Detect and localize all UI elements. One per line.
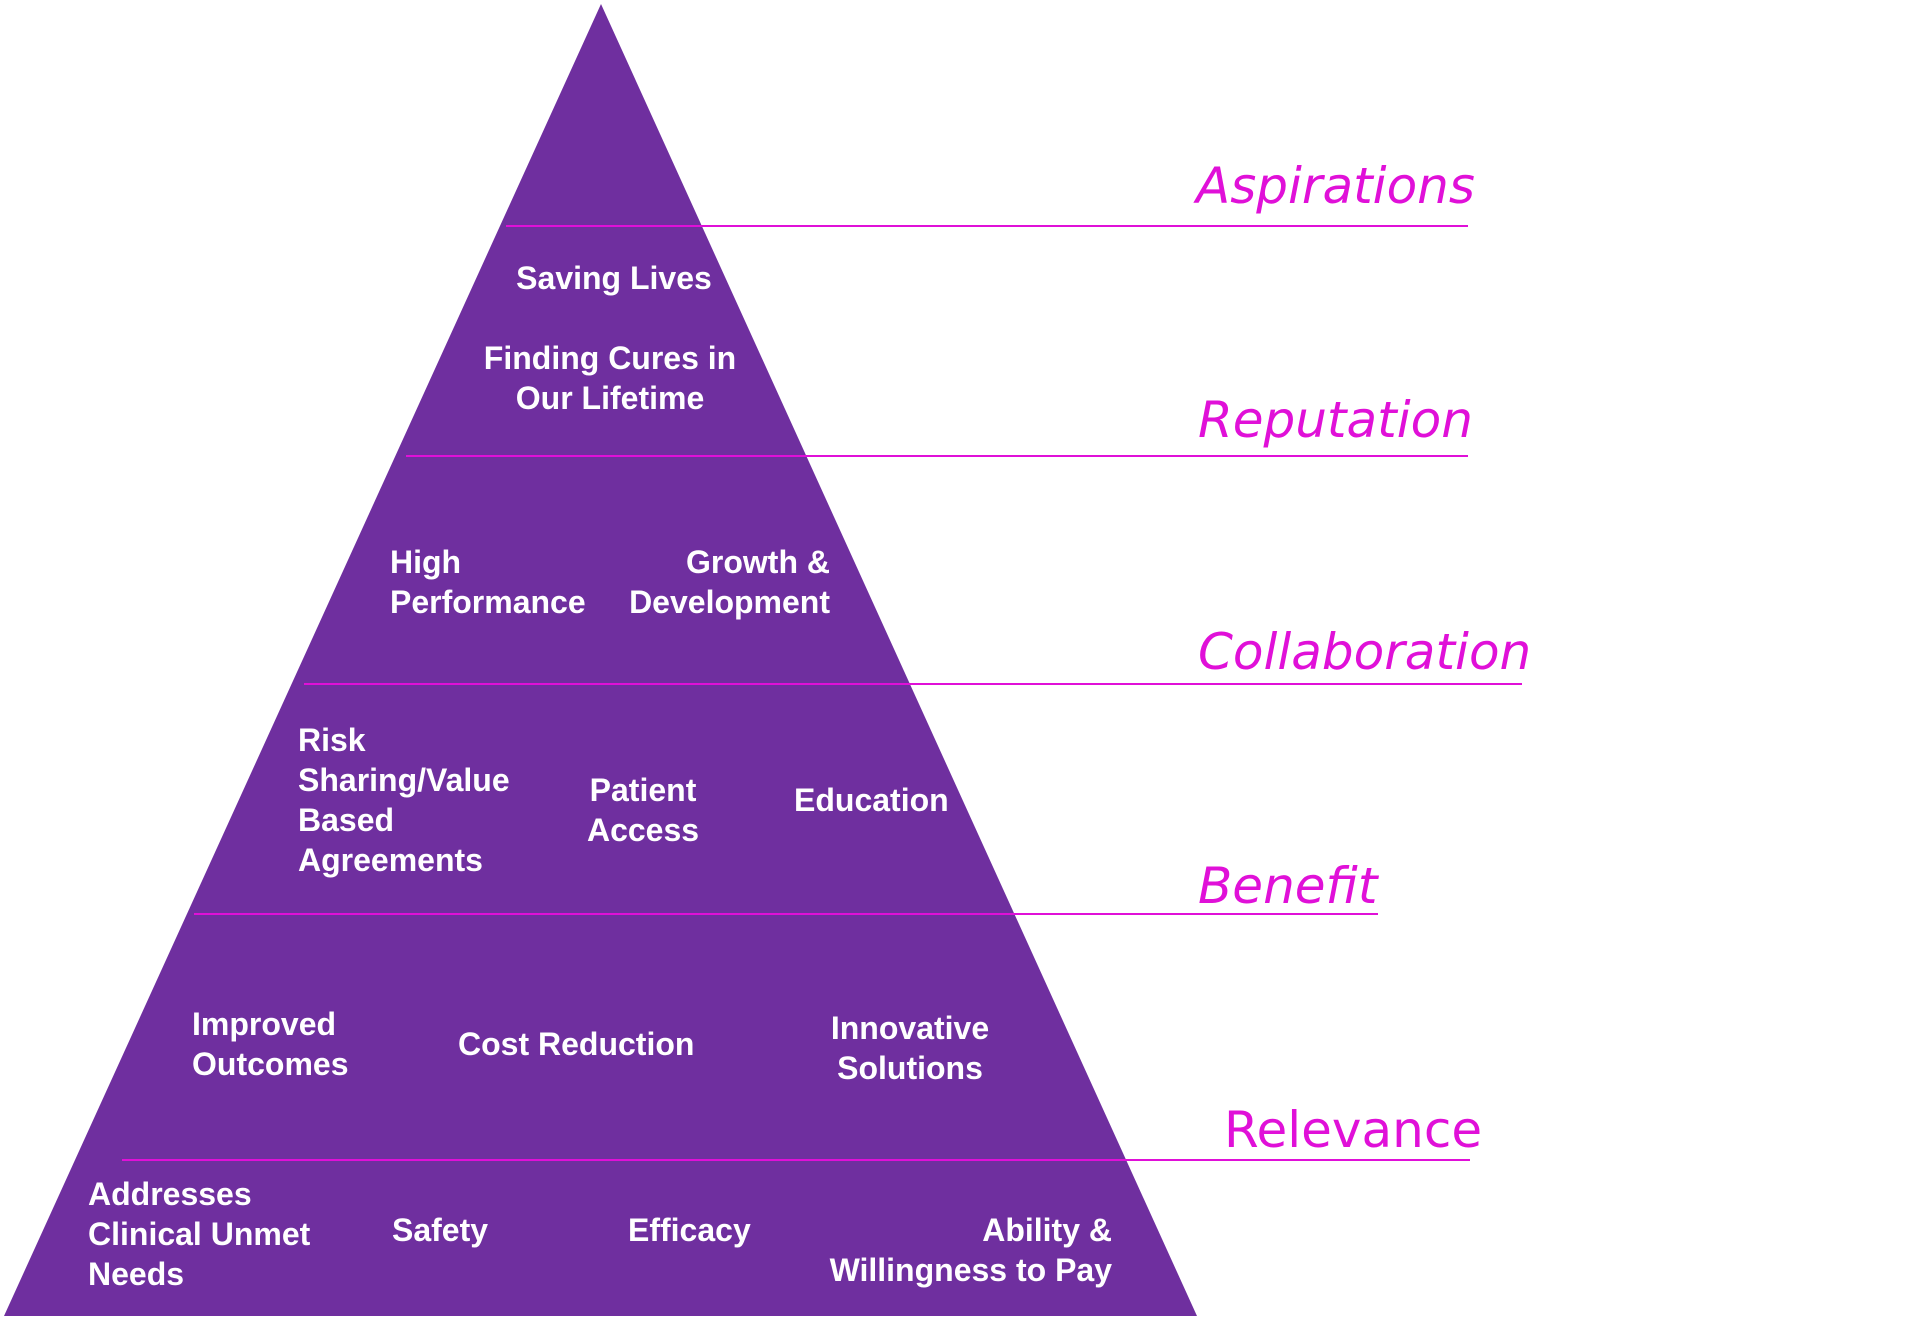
pyramid-item-ability-willingness-to-pay: Ability & Willingness to Pay (829, 1212, 1112, 1288)
pyramid-item-high-performance: High Performance (390, 544, 586, 620)
pyramid-item-clinical-unmet-needs: Addresses Clinical Unmet Needs (88, 1176, 311, 1292)
tier-label-reputation: Reputation (1198, 391, 1473, 449)
pyramid-item-cost-reduction: Cost Reduction (458, 1026, 695, 1062)
pyramid-item-efficacy: Efficacy (628, 1212, 751, 1248)
pyramid-item-safety: Safety (392, 1212, 489, 1248)
pyramid-item-risk-sharing: Risk Sharing/Value Based Agreements (298, 722, 510, 878)
tier-label-collaboration: Collaboration (1198, 623, 1532, 681)
tier-label-aspirations: Aspirations (1196, 157, 1475, 215)
pyramid-item-patient-access: Patient Access (586, 772, 700, 848)
pyramid-item-education: Education (794, 782, 949, 818)
pyramid-item-innovative-solutions: Innovative Solutions (830, 1010, 990, 1086)
pyramid-item-saving-lives: Saving Lives (516, 260, 712, 296)
tier-label-relevance: Relevance (1224, 1101, 1483, 1159)
tier-label-benefit: Benefit (1198, 857, 1378, 915)
pyramid-item-improved-outcomes: Improved Outcomes (192, 1006, 349, 1082)
pyramid-shape (4, 4, 1197, 1316)
pyramid-item-growth-development: Growth & Development (629, 544, 830, 620)
pyramid-item-finding-cures: Finding Cures in Our Lifetime (483, 340, 737, 416)
